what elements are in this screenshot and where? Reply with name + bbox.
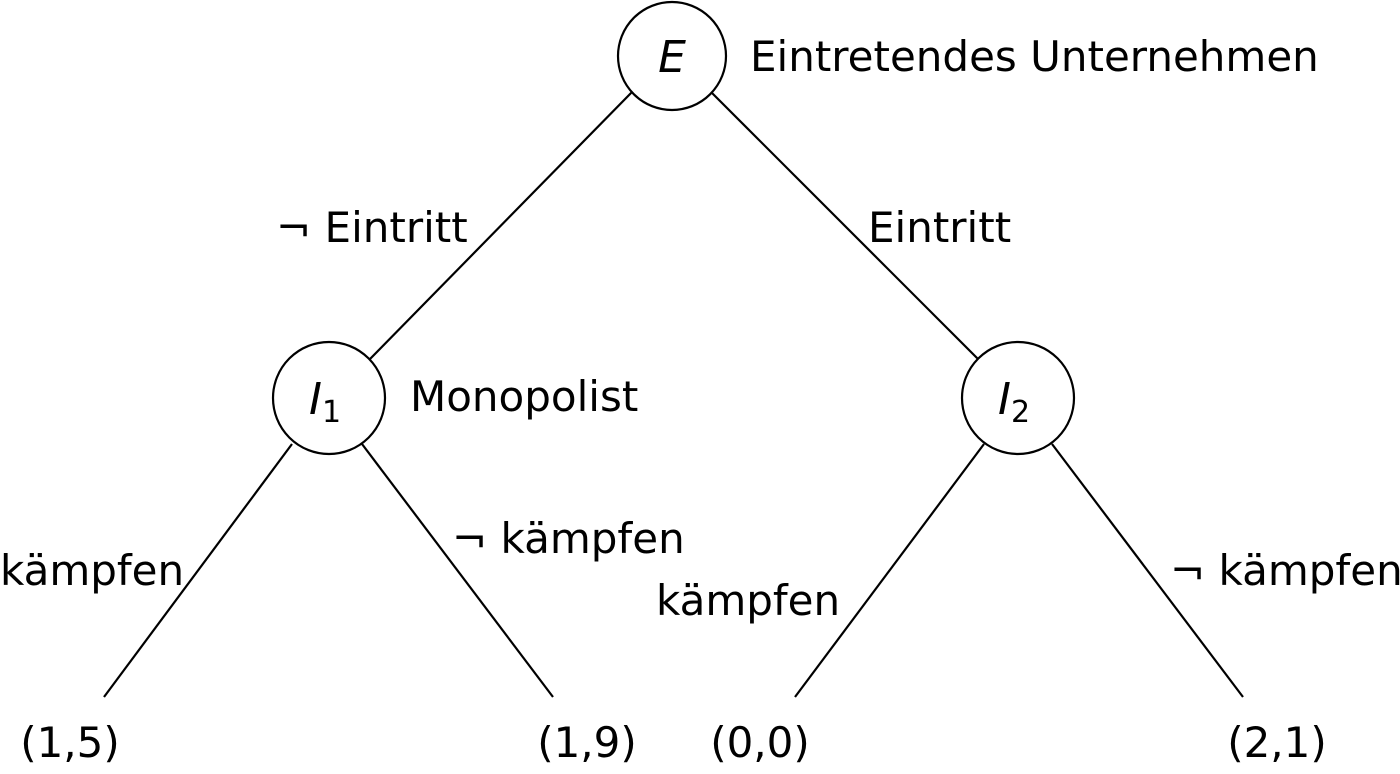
- edge-i2-left: [794, 443, 985, 698]
- edge-label-i2-fight: kämpfen: [656, 576, 840, 625]
- node-incumbent-2-subscript: 2: [1011, 395, 1030, 430]
- payoff-leaf-1: (1,5): [20, 718, 120, 767]
- edge-i1-left: [103, 443, 293, 698]
- edge-label-i2-no-fight: ¬ kämpfen: [1170, 546, 1400, 595]
- node-incumbent-1-letter: I: [309, 374, 322, 425]
- edge-label-entry: Eintritt: [868, 203, 1011, 252]
- payoff-leaf-4: (2,1): [1227, 718, 1327, 767]
- node-incumbent-1-subscript: 1: [322, 395, 341, 430]
- node-incumbent-1: I1: [271, 340, 387, 456]
- edge-label-i1-fight: kämpfen: [0, 546, 184, 595]
- edge-label-i1-no-fight: ¬ kämpfen: [452, 514, 685, 563]
- edge-i1-right: [361, 443, 554, 698]
- node-incumbent-2-letter: I: [998, 374, 1011, 425]
- node-incumbent-2-label: I2: [998, 374, 1030, 430]
- node-incumbent-1-label: I1: [309, 374, 341, 430]
- node-incumbent-2-circle: [960, 340, 1076, 456]
- node-root-circle: [616, 0, 728, 112]
- node-root-label: E: [658, 32, 686, 83]
- payoff-leaf-2: (1,9): [537, 718, 637, 767]
- node-incumbent-1-circle: [271, 340, 387, 456]
- node-root: E: [616, 0, 728, 112]
- node-root-description: Eintretendes Unternehmen: [750, 32, 1319, 81]
- edge-root-left: [369, 91, 633, 360]
- edge-label-no-entry: ¬ Eintritt: [276, 203, 468, 252]
- payoff-leaf-3: (0,0): [710, 718, 810, 767]
- node-incumbent-2: I2: [960, 340, 1076, 456]
- node-incumbent-1-description: Monopolist: [410, 372, 638, 421]
- edge-i2-right: [1051, 443, 1244, 698]
- edge-root-right: [710, 91, 979, 360]
